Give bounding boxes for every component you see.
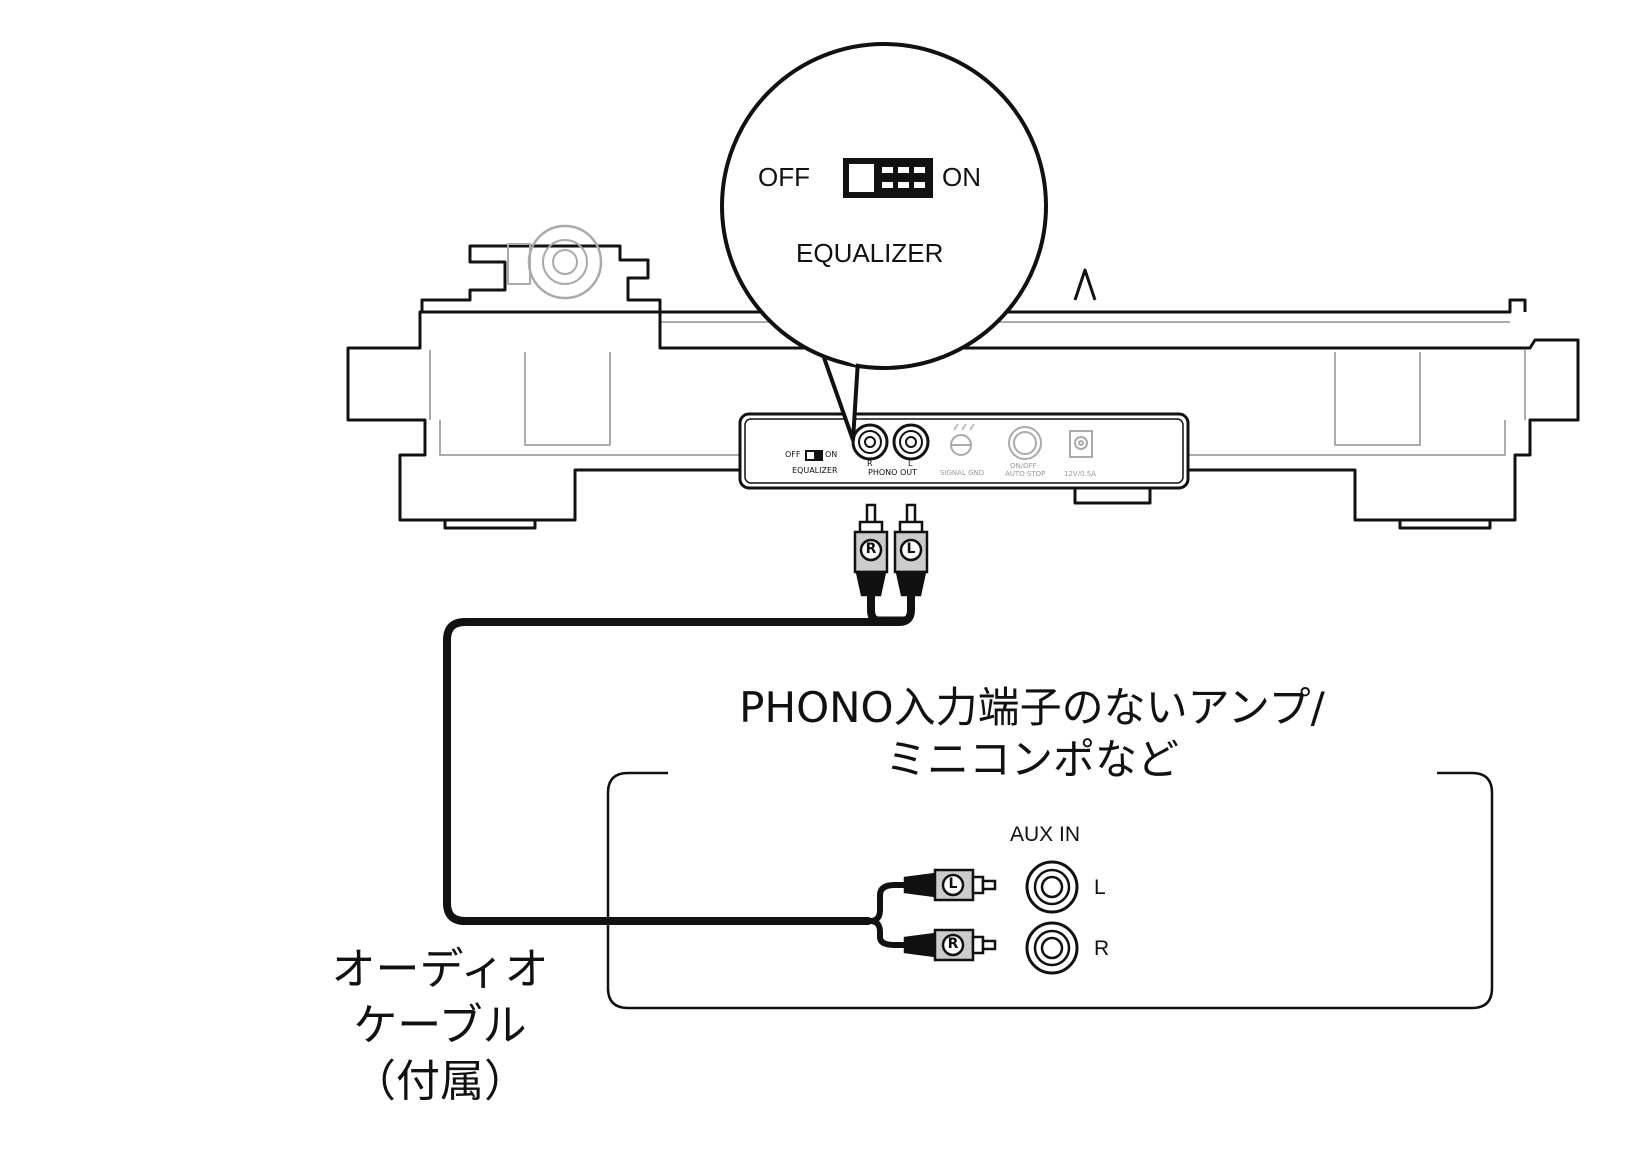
- panel-eq-on-label: ON: [825, 450, 838, 459]
- dc-in-jack[interactable]: [1069, 430, 1093, 458]
- panel-eq-off-label: OFF: [785, 450, 801, 459]
- amplifier-title: PHONO入力端子のないアンプ/ ミニコンポなど: [652, 682, 1412, 786]
- panel-signal-gnd-label: SIGNAL GND: [940, 469, 985, 477]
- panel-phono-l-label: L: [908, 459, 913, 468]
- cable-label: オーディオ ケーブル （付属）: [290, 942, 590, 1110]
- amplifier-title-line2: ミニコンポなど: [884, 735, 1179, 784]
- signal-gnd-terminal[interactable]: [950, 423, 975, 456]
- counterweight: [527, 224, 603, 300]
- platter-edge: [660, 298, 1527, 314]
- auto-stop-button[interactable]: [1008, 426, 1042, 460]
- aux-in-jack-r-label: R: [1094, 937, 1110, 960]
- cable-label-line1: オーディオ: [331, 944, 549, 995]
- panel-dc-in-label: 12V/0.5A: [1064, 470, 1096, 478]
- plug-r-marker-amp: R: [947, 936, 959, 952]
- callout-equalizer-label: EQUALIZER: [796, 238, 944, 268]
- audio-cable: [443, 591, 915, 948]
- panel-phono-out-label: PHONO OUT: [868, 468, 917, 477]
- aux-in-jack-l[interactable]: [1025, 860, 1079, 914]
- foot-right: [1398, 520, 1492, 530]
- aux-in-jack-r[interactable]: [1025, 921, 1079, 975]
- panel-auto-stop-label: AUTO STOP: [1005, 470, 1046, 478]
- phono-out-jack-l[interactable]: [892, 423, 930, 461]
- plug-l-amp: [903, 868, 997, 902]
- amplifier-box: [606, 771, 1494, 1010]
- callout-on-label: ON: [942, 162, 981, 192]
- tonearm-base: [420, 244, 662, 312]
- callout-off-label: OFF: [758, 162, 810, 192]
- plug-r-amp: [903, 928, 997, 962]
- cable-label-line2: ケーブル: [353, 1000, 527, 1051]
- panel-auto-stop-onoff-label: ON/OFF: [1010, 462, 1037, 470]
- panel-phono-r-label: R: [867, 459, 873, 468]
- plug-r-turntable: [853, 503, 889, 597]
- plug-l-turntable: [893, 503, 929, 597]
- plug-l-marker-turntable: L: [906, 541, 916, 557]
- equalizer-callout: [720, 42, 1048, 442]
- aux-in-label: AUX IN: [1010, 823, 1081, 846]
- plug-r-marker-turntable: R: [865, 541, 877, 557]
- plug-l-marker-amp: L: [948, 876, 958, 892]
- phono-out-jack-r[interactable]: [851, 423, 889, 461]
- foot-left: [443, 520, 537, 530]
- aux-in-jack-l-label: L: [1094, 876, 1106, 899]
- cable-label-line3: （付属）: [352, 1056, 528, 1107]
- amplifier-title-line1: PHONO入力端子のないアンプ/: [739, 683, 1325, 732]
- equalizer-switch-zoom[interactable]: [843, 158, 933, 198]
- panel-eq-label: EQUALIZER: [792, 466, 838, 475]
